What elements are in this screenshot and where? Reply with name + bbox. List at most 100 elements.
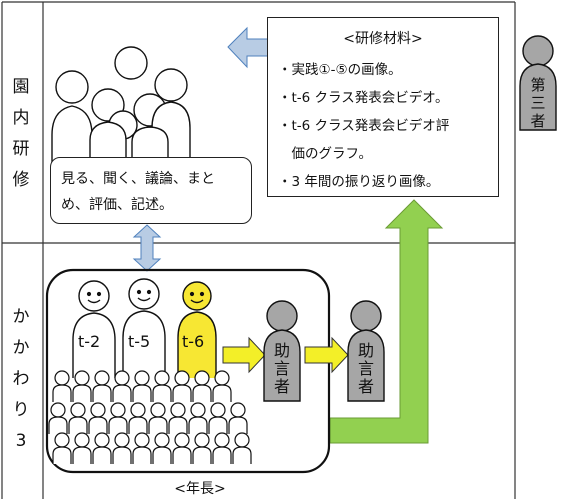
child-body [48,416,68,434]
child-head [114,370,130,386]
child-head [94,432,110,448]
materials-item: 価のグラフ。 [278,146,372,162]
child-body [208,416,228,434]
materials-title: <研修材料> [343,31,423,47]
children-crowd [48,370,252,464]
blue-double-arrow [132,224,162,272]
child-head [54,370,70,386]
materials-item: ・3 年間の振り返り画像。 [278,174,440,190]
child-head [114,432,130,448]
child-head [174,370,190,386]
child-head [230,402,246,418]
class-group-box [45,268,331,474]
child-body [68,416,88,434]
child-body [72,446,92,464]
activities-box: 見る、聞く、議論、まと め、評価、記述。 [50,157,252,224]
row-label-char: 3 [15,431,27,451]
third-party-char: 第 [530,76,546,94]
child-head [134,432,150,448]
row-label-char: 研 [12,139,30,159]
child-body [232,446,252,464]
advisor-char: 者 [357,377,374,396]
materials-item: ・t-6 クラス発表会ビデオ。 [278,90,449,106]
third-party-label: 第 三 者 [529,76,547,130]
advisor-label-1: 助 言 者 [273,342,291,396]
child-body [52,446,72,464]
teacher-label-t5: t-5 [128,332,151,351]
child-head [214,432,230,448]
teacher-label-t2: t-2 [78,332,101,351]
row-label-char: 園 [12,77,30,97]
child-body [112,446,132,464]
activities-line: め、評価、記述。 [61,197,173,213]
child-body [132,446,152,464]
child-head [54,432,70,448]
materials-item: ・実践①-⑤の画像。 [278,62,402,78]
child-head [94,370,110,386]
child-body [152,384,172,402]
child-body [212,384,232,402]
child-body [192,446,212,464]
advisor-label-2: 助 言 者 [357,342,375,396]
yellow-arrow-1 [222,336,266,374]
row-label-inhouse-training: 園 内 研 修 [2,72,40,196]
advisor-char: 言 [357,359,374,378]
child-body [172,384,192,402]
child-head [154,432,170,448]
materials-list: ・実践①-⑤の画像。 ・t-6 クラス発表会ビデオ。 ・t-6 クラス発表会ビデ… [278,56,494,196]
child-head [130,402,146,418]
child-body [88,416,108,434]
child-head [50,402,66,418]
advisor-figures [263,35,557,402]
child-head [194,370,210,386]
child-head [74,370,90,386]
child-head [234,432,250,448]
child-head [170,402,186,418]
child-body [228,416,248,434]
child-head [214,370,230,386]
child-body [172,446,192,464]
yellow-arrow-2 [304,336,349,374]
child-head [190,402,206,418]
advisor-char: 言 [273,359,290,378]
row-label-char: 修 [12,170,30,190]
child-head [110,402,126,418]
advisor-char: 者 [273,377,290,396]
child-body [112,384,132,402]
child-body [52,384,72,402]
third-party-char: 者 [530,112,546,130]
child-body [152,446,172,464]
child-body [128,416,148,434]
child-head [90,402,106,418]
training-materials-box: <研修材料> ・実践①-⑤の画像。 ・t-6 クラス発表会ビデオ。 ・t-6 ク… [267,17,499,197]
child-head [150,402,166,418]
teacher-figures [72,278,217,378]
teacher-label-t6: t-6 [182,332,205,351]
row-label-char: り [12,400,30,420]
child-body [168,416,188,434]
child-head [210,402,226,418]
child-body [92,446,112,464]
child-body [132,384,152,402]
child-body [92,384,112,402]
third-party-char: 三 [530,94,546,112]
child-body [108,416,128,434]
child-head [134,370,150,386]
child-head [70,402,86,418]
green-arrow [329,199,444,444]
child-body [212,446,232,464]
row-label-char: 内 [12,108,30,128]
materials-item: ・t-6 クラス発表会ビデオ評 [278,118,450,134]
child-body [72,384,92,402]
advisor-char: 助 [357,341,374,360]
blue-left-arrow [227,26,269,69]
advisor-char: 助 [273,341,290,360]
teachers-crowd [51,46,191,165]
child-head [74,432,90,448]
child-body [188,416,208,434]
row-label-involvement-3: か か わ り 3 [2,302,40,457]
activities-line: 見る、聞く、議論、まと [61,171,215,187]
row-label-char: か [12,338,30,358]
row-label-char: わ [12,369,30,389]
